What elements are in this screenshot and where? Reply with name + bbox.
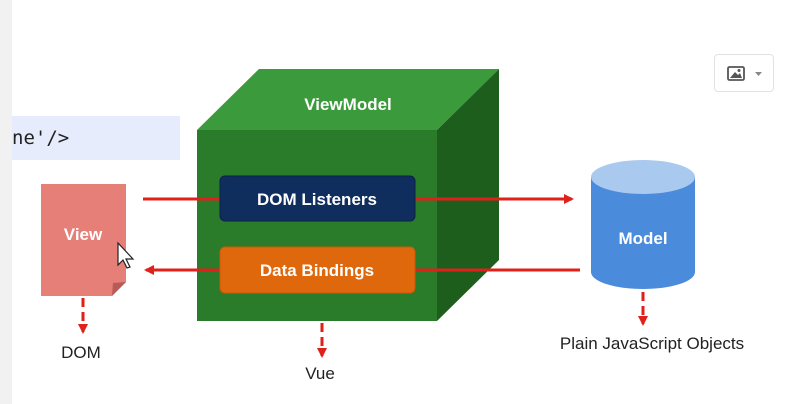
view-label: View (64, 225, 103, 244)
image-icon (727, 66, 745, 81)
dom-label: DOM (61, 343, 101, 362)
model-label: Model (618, 229, 667, 248)
arrows (78, 194, 648, 358)
data-bindings-box (219, 246, 416, 294)
vue-label: Vue (305, 364, 335, 383)
model-cylinder (591, 160, 695, 289)
cursor-icon (117, 241, 135, 269)
data-bindings-label: Data Bindings (260, 261, 374, 280)
chevron-down-icon (755, 72, 762, 76)
view-box (41, 184, 126, 296)
left-edge-strip (0, 0, 12, 404)
cube-top-face (197, 69, 499, 130)
viewmodel-title: ViewModel (304, 95, 392, 114)
image-options-button[interactable] (714, 54, 774, 92)
dom-listeners-box (219, 175, 416, 222)
dom-listeners-label: DOM Listeners (257, 190, 377, 209)
plain-js-objects-label: Plain JavaScript Objects (560, 334, 744, 353)
code-snippet: ne'/> (12, 116, 180, 160)
cube-side-face (437, 69, 499, 321)
